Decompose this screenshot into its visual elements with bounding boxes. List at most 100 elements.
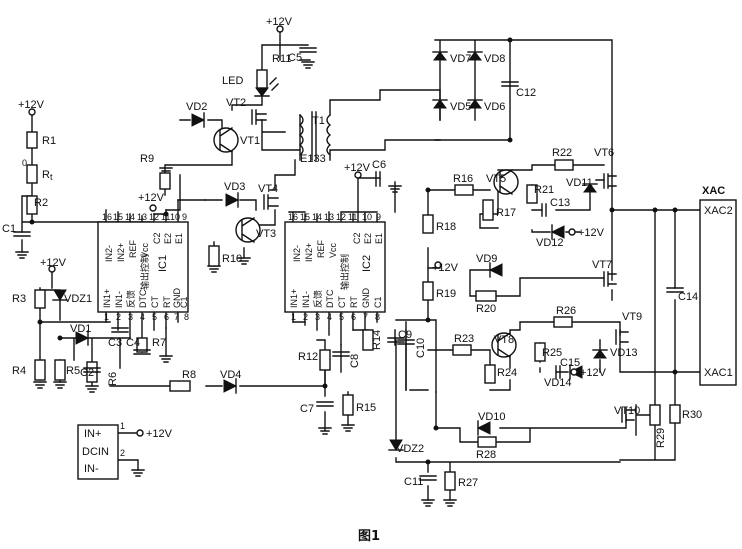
- label-r9: R9: [140, 153, 154, 165]
- ic1-label-gnd: GND: [172, 288, 182, 309]
- label-dcin-supply: +12V: [146, 428, 173, 440]
- label-vd9: VD9: [476, 253, 497, 265]
- label-t1: T1: [312, 115, 325, 127]
- ic1-label-c1: C1: [179, 296, 189, 308]
- label-r29: R29: [655, 428, 667, 448]
- ic2-pin-13: 13: [324, 212, 334, 222]
- wires: [21, 31, 701, 501]
- label-r25: R25: [542, 347, 562, 359]
- ic2-pin-11: 11: [348, 212, 357, 222]
- ic2-pin-5: 5: [339, 312, 344, 322]
- ic1-pin-12: 12: [149, 212, 159, 222]
- rail-label: +12V: [40, 257, 67, 269]
- label-vt4: VT4: [258, 183, 278, 195]
- label-c3: C3: [108, 337, 122, 349]
- label-xac2: XAC2: [704, 205, 733, 217]
- label-c12: C12: [516, 87, 536, 99]
- rail-label: +12V: [432, 262, 459, 274]
- ic2-label-e2: E2: [363, 233, 373, 244]
- ic2-ref: IC2: [361, 255, 373, 272]
- ic2-label-c1: C1: [373, 296, 383, 308]
- rail-label: +12V: [580, 367, 607, 379]
- label-vd5: VD5: [450, 101, 471, 113]
- label-xac: XAC: [702, 185, 725, 197]
- label-r16: R16: [453, 173, 473, 185]
- label-r24: R24: [497, 367, 517, 379]
- ic2-label-in1minus: IN1-: [301, 291, 311, 308]
- ic2-pin-14: 14: [312, 212, 322, 222]
- rail-label: +12V: [344, 162, 371, 174]
- labels: +12V +12V +12V +12V +12V +12V +12V +12V …: [2, 16, 733, 544]
- ic2-label-in2minus: IN2-: [292, 245, 302, 262]
- ic1-label-c2: C2: [152, 232, 162, 244]
- label-c11: C11: [404, 476, 423, 488]
- ic2-label-rt: RT: [349, 296, 359, 308]
- label-vt9: VT9: [622, 311, 642, 323]
- ic1-ref: IC1: [157, 255, 169, 272]
- ic2-pin-1: 1: [291, 312, 296, 322]
- ic2-label-in1plus: IN1+: [289, 289, 299, 308]
- label-r26: R26: [556, 305, 576, 317]
- ic1-labels: 16 15 14 13 12 11 10 9 1 2 3 4 5 6 7 8 I…: [102, 212, 189, 322]
- label-vt3: VT3: [256, 228, 276, 240]
- label-r4: R4: [12, 365, 26, 377]
- ic1-label-e1: E1: [174, 233, 184, 244]
- ic1-pin-1: 1: [104, 312, 109, 322]
- ic2-label-in2plus: IN2+: [304, 243, 314, 262]
- label-c10: C10: [415, 338, 427, 358]
- ic1-pin-13: 13: [137, 212, 147, 222]
- label-vd8: VD8: [484, 53, 505, 65]
- label-vt10: VT10: [614, 405, 640, 417]
- label-r15: R15: [356, 402, 376, 414]
- label-r17: R17: [496, 207, 516, 219]
- label-vdz1: VDZ1: [64, 293, 92, 305]
- label-c9: C9: [398, 329, 412, 341]
- label-r1: R1: [42, 135, 56, 147]
- ic1-pin-15: 15: [113, 212, 123, 222]
- label-r22: R22: [552, 147, 572, 159]
- label-rt-sub: t: [50, 172, 53, 182]
- ic1-label-feedback: 反馈: [125, 290, 136, 308]
- ic2-title: 输出控制: [339, 254, 350, 290]
- label-vd13: VD13: [610, 347, 638, 359]
- ic2-pin-7: 7: [363, 312, 368, 322]
- ic2-label-e1: E1: [374, 233, 384, 244]
- ic1-pin-5: 5: [152, 312, 157, 322]
- label-c4: C4: [126, 337, 140, 349]
- label-dcin-pin2: 2: [120, 448, 125, 458]
- rail-label: +12V: [578, 227, 605, 239]
- label-dcin-minus: IN-: [84, 463, 99, 475]
- label-zero: 0: [22, 158, 27, 168]
- transistor-symbols: [213, 109, 635, 423]
- ic1-label-in2minus: IN2-: [104, 245, 114, 262]
- ic2-label-vcc: Vcc: [328, 242, 338, 258]
- label-r19: R19: [436, 288, 456, 300]
- label-c5: C5: [288, 52, 302, 64]
- ic2-chip: [284, 221, 386, 313]
- ic1-pin-10: 10: [170, 212, 180, 222]
- ic1-pin-8: 8: [184, 312, 189, 322]
- label-vt6: VT6: [594, 147, 614, 159]
- label-vd6: VD6: [484, 101, 505, 113]
- label-vt5: VT5: [486, 173, 506, 185]
- label-r10: R10: [222, 253, 242, 265]
- label-rt: R: [42, 169, 50, 181]
- ic1-label-in1minus: IN1-: [114, 291, 124, 308]
- label-c8: C8: [349, 354, 361, 368]
- ground-symbols: [15, 61, 457, 507]
- label-r12: R12: [298, 351, 318, 363]
- label-vd2: VD2: [186, 101, 207, 113]
- rail-label: +12V: [138, 192, 165, 204]
- junction-dots: [29, 37, 678, 465]
- label-r3: R3: [12, 293, 26, 305]
- rail-label: +12V: [18, 99, 45, 111]
- ic2-pin-6: 6: [351, 312, 356, 322]
- ic1-label-vcc: Vcc: [140, 242, 150, 258]
- label-vd7: VD7: [450, 53, 471, 65]
- label-r27: R27: [458, 477, 478, 489]
- ic2-pin-2: 2: [303, 312, 308, 322]
- ic2-pin-8: 8: [375, 312, 380, 322]
- label-r28: R28: [476, 449, 496, 461]
- ic1-label-rt: RT: [162, 296, 172, 308]
